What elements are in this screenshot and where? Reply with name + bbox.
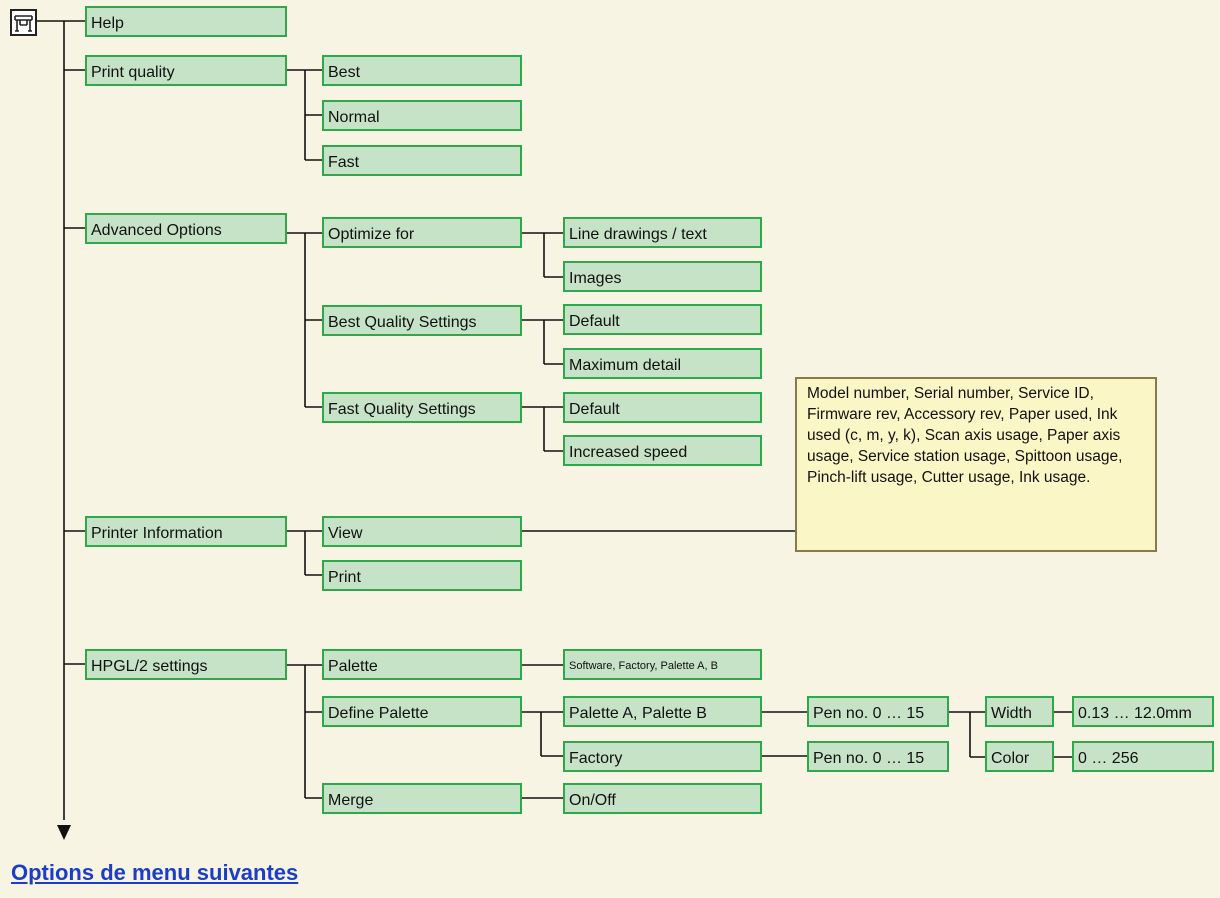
menu-item-pen-no-palette[interactable]: Pen no. 0 … 15 bbox=[807, 696, 949, 727]
trunk-line bbox=[37, 20, 85, 820]
menu-item-best-default[interactable]: Default bbox=[563, 304, 762, 335]
menu-item-color[interactable]: Color bbox=[985, 741, 1054, 772]
menu-item-fast-default[interactable]: Default bbox=[563, 392, 762, 423]
menu-item-view[interactable]: View bbox=[322, 516, 522, 547]
printer-info-note: Model number, Serial number, Service ID,… bbox=[795, 377, 1157, 552]
width-color-connector bbox=[949, 711, 985, 758]
menu-item-printer-information[interactable]: Printer Information bbox=[85, 516, 287, 547]
values-connector bbox=[1054, 711, 1072, 758]
printer-icon bbox=[10, 9, 37, 36]
menu-item-optimize-for[interactable]: Optimize for bbox=[322, 217, 522, 248]
width-values: 0.13 … 12.0mm bbox=[1072, 696, 1214, 727]
print-quality-connector bbox=[287, 69, 322, 161]
menu-item-hpgl-settings[interactable]: HPGL/2 settings bbox=[85, 649, 287, 680]
menu-item-palette-a-b[interactable]: Palette A, Palette B bbox=[563, 696, 762, 727]
menu-item-line-drawings-text[interactable]: Line drawings / text bbox=[563, 217, 762, 248]
merge-values: On/Off bbox=[563, 783, 762, 814]
menu-item-normal[interactable]: Normal bbox=[322, 100, 522, 131]
menu-item-best[interactable]: Best bbox=[322, 55, 522, 86]
menu-item-increased-speed[interactable]: Increased speed bbox=[563, 435, 762, 466]
menu-item-help[interactable]: Help bbox=[85, 6, 287, 37]
menu-item-best-quality-settings[interactable]: Best Quality Settings bbox=[322, 305, 522, 336]
hpgl-connector bbox=[287, 664, 322, 799]
palette-values: Software, Factory, Palette A, B bbox=[563, 649, 762, 680]
menu-item-pen-no-factory[interactable]: Pen no. 0 … 15 bbox=[807, 741, 949, 772]
menu-item-fast-quality-settings[interactable]: Fast Quality Settings bbox=[322, 392, 522, 423]
optimize-for-connector bbox=[522, 232, 563, 278]
advanced-options-connector bbox=[287, 232, 322, 408]
color-values: 0 … 256 bbox=[1072, 741, 1214, 772]
menu-item-define-palette[interactable]: Define Palette bbox=[322, 696, 522, 727]
menu-item-print[interactable]: Print bbox=[322, 560, 522, 591]
menu-item-width[interactable]: Width bbox=[985, 696, 1054, 727]
define-palette-connector bbox=[522, 711, 563, 757]
menu-item-merge[interactable]: Merge bbox=[322, 783, 522, 814]
menu-item-print-quality[interactable]: Print quality bbox=[85, 55, 287, 86]
menu-item-fast[interactable]: Fast bbox=[322, 145, 522, 176]
menu-item-factory[interactable]: Factory bbox=[563, 741, 762, 772]
pen-connector bbox=[762, 711, 807, 757]
menu-item-maximum-detail[interactable]: Maximum detail bbox=[563, 348, 762, 379]
fast-quality-connector bbox=[522, 406, 563, 452]
menu-item-advanced-options[interactable]: Advanced Options bbox=[85, 213, 287, 244]
arrow-down-icon bbox=[57, 825, 71, 840]
menu-item-palette[interactable]: Palette bbox=[322, 649, 522, 680]
best-quality-connector bbox=[522, 319, 563, 365]
printer-info-connector bbox=[287, 530, 796, 576]
next-menu-options-link[interactable]: Options de menu suivantes bbox=[11, 860, 299, 885]
menu-item-images[interactable]: Images bbox=[563, 261, 762, 292]
